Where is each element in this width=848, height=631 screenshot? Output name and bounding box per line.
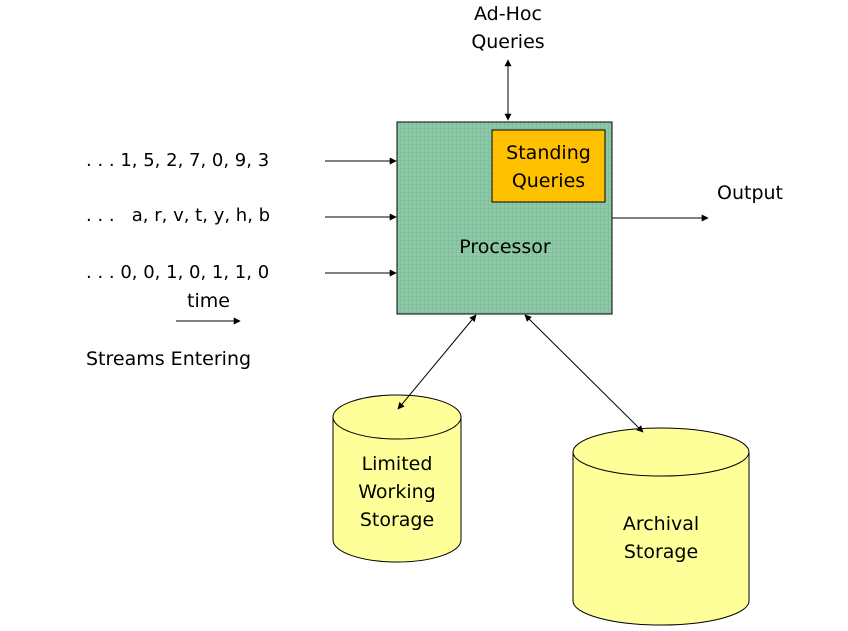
- standing-queries-box: [491, 129, 606, 203]
- archival-storage-arrow: [524, 314, 644, 433]
- limited-storage-label: Limited Working Storage: [333, 450, 461, 534]
- ad-hoc-line-2: Queries: [471, 31, 545, 53]
- streams-caption: Streams Entering: [86, 348, 252, 370]
- processor-label: Processor: [459, 236, 551, 258]
- ad-hoc-line-1: Ad-Hoc: [474, 3, 542, 25]
- limited-storage-arrow: [397, 314, 477, 410]
- archival-storage-cylinder: [572, 427, 750, 626]
- limited-line-1: Limited: [361, 453, 433, 475]
- time-label: time: [187, 290, 230, 312]
- limited-line-3: Storage: [359, 509, 435, 531]
- stream-letters: . . . a, r, v, t, y, h, b: [86, 205, 271, 226]
- archival-storage-label: Archival Storage: [573, 510, 749, 566]
- output-label: Output: [717, 182, 783, 204]
- archival-line-1: Archival: [622, 513, 700, 535]
- limited-line-2: Working: [358, 481, 436, 503]
- standing-line-2: Queries: [511, 170, 586, 192]
- standing-queries-label: Standing Queries: [492, 139, 605, 195]
- standing-line-1: Standing: [506, 142, 591, 164]
- stream-numbers: . . . 1, 5, 2, 7, 0, 9, 3: [86, 150, 270, 171]
- ad-hoc-label: Ad-Hoc Queries: [458, 0, 558, 56]
- archival-line-2: Storage: [623, 541, 699, 563]
- stream-bits: . . . 0, 0, 1, 0, 1, 1, 0: [86, 262, 270, 283]
